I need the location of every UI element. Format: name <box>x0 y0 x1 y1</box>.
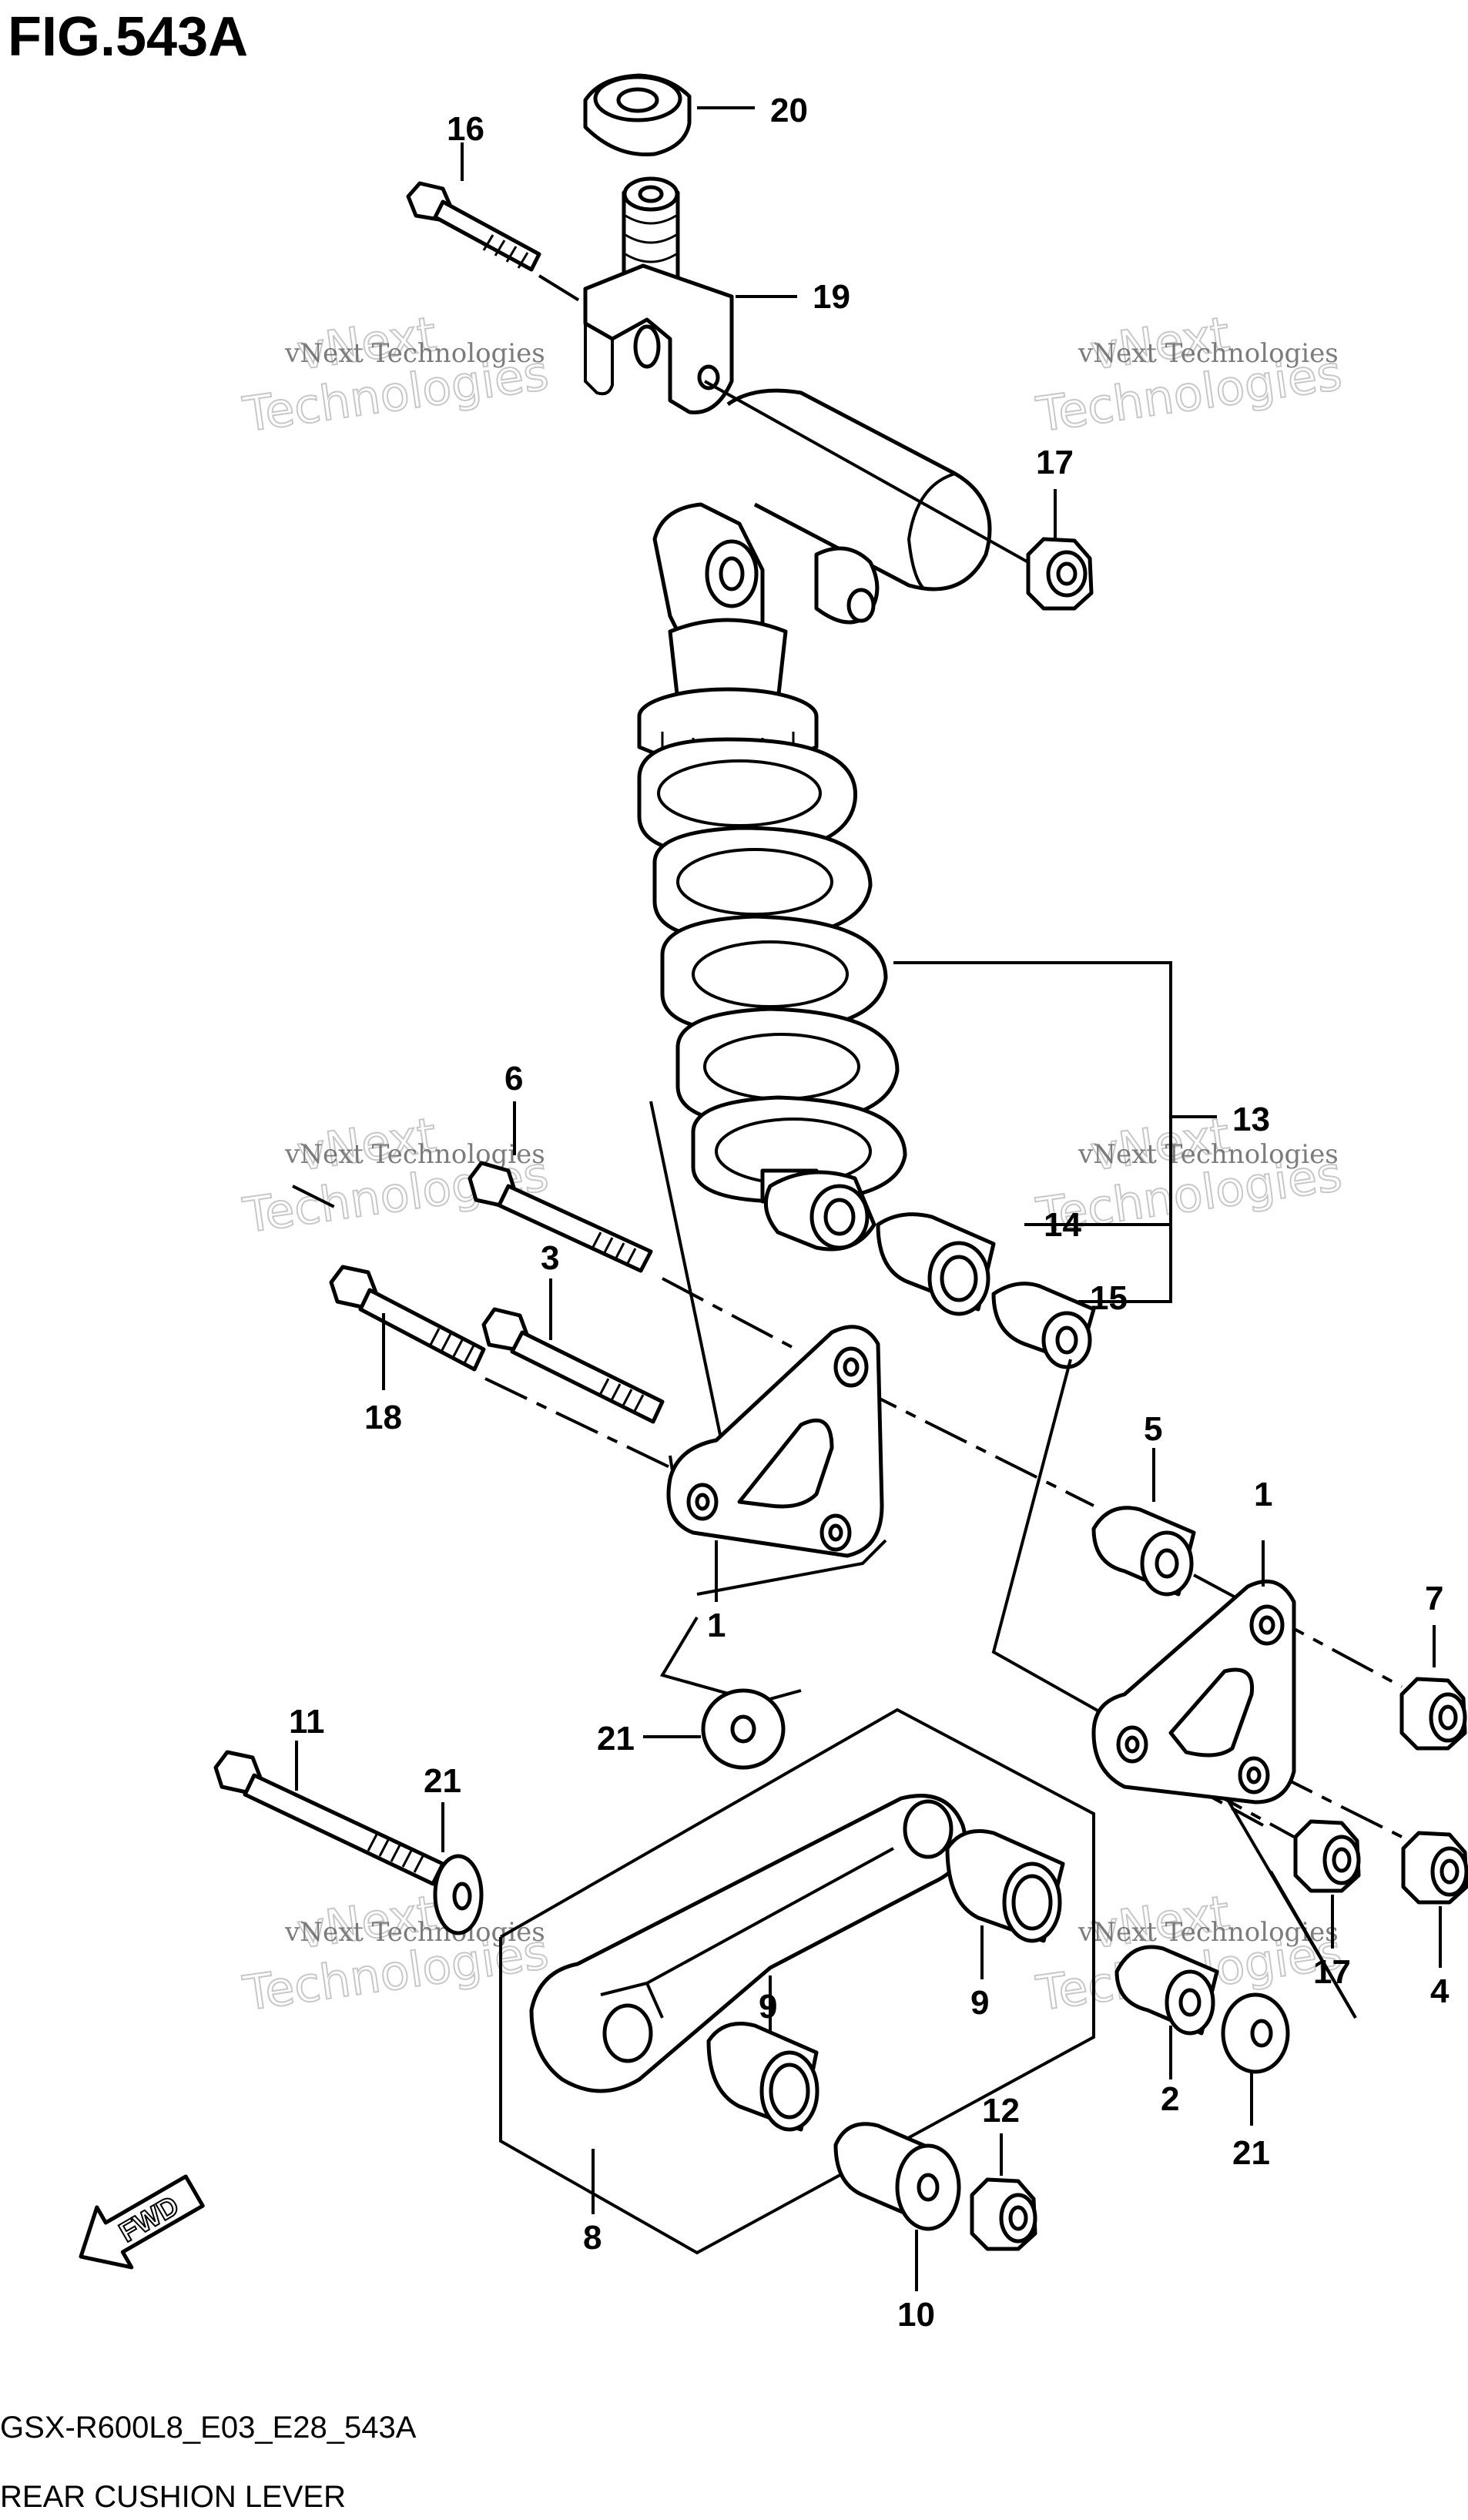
shock-reservoir <box>726 388 992 591</box>
part-20-nut <box>583 73 755 157</box>
fwd-arrow-icon: FWD <box>79 2174 205 2270</box>
part-13-bracket <box>893 961 1217 1303</box>
part-14-bushing <box>876 1212 996 1316</box>
callout-1-left: 1 <box>707 1607 726 1644</box>
part-9-bearing-right <box>945 1829 1065 1979</box>
part-10-collar <box>833 2122 961 2291</box>
part-6-bolt <box>468 1101 653 1273</box>
part-17-nut-lower <box>1293 1819 1361 1949</box>
callout-19: 19 <box>813 278 850 316</box>
svg-text:vNext Technologies: vNext Technologies <box>1078 338 1339 369</box>
callout-5: 5 <box>1144 1410 1162 1448</box>
part-1-right-plate <box>1091 1540 1296 1805</box>
callout-9-left: 9 <box>759 1988 777 2026</box>
svg-text:vNext Technologies: vNext Technologies <box>1078 1139 1339 1170</box>
part-19-upper-mount <box>583 176 797 414</box>
callout-21-upper: 21 <box>597 1720 635 1758</box>
part-11-bolt <box>213 1741 445 1886</box>
callout-15: 15 <box>1090 1279 1128 1317</box>
part-5-collar <box>1091 1448 1196 1597</box>
callout-17-lower: 17 <box>1313 1953 1351 1991</box>
callout-18: 18 <box>364 1399 402 1436</box>
part-17-nut-upper <box>704 380 1094 611</box>
figure-name: REAR CUSHION LEVER <box>0 2480 346 2514</box>
figure-title: FIG.543A <box>8 6 248 68</box>
part-3-bolt <box>481 1278 665 1424</box>
callout-13: 13 <box>1232 1101 1270 1138</box>
figure-code: GSX-R600L8_E03_E28_543A <box>0 2411 417 2445</box>
callout-8: 8 <box>583 2219 602 2257</box>
part-15-collar <box>991 1282 1096 1369</box>
callout-12: 12 <box>982 2092 1020 2130</box>
callout-labels: 20 19 16 17 13 14 15 6 3 18 5 1 1 7 21 1… <box>289 92 1450 2334</box>
callout-10: 10 <box>897 2296 935 2334</box>
callout-1-right: 1 <box>1254 1476 1272 1513</box>
callout-21-right: 21 <box>1232 2134 1270 2172</box>
part-9-bearing-left <box>706 1975 819 2132</box>
callout-4: 4 <box>1430 1972 1450 2010</box>
svg-text:vNext Technologies: vNext Technologies <box>284 338 545 369</box>
callout-17-upper: 17 <box>1036 444 1074 481</box>
part-21-washer-left <box>433 1802 484 1935</box>
callout-14: 14 <box>1044 1206 1081 1244</box>
part-4-nut <box>1401 1831 1468 1968</box>
svg-text:vNext Technologies: vNext Technologies <box>284 1139 545 1170</box>
callout-11: 11 <box>289 1703 325 1741</box>
svg-text:vNext Technologies: vNext Technologies <box>1078 1917 1339 1948</box>
callout-6: 6 <box>504 1060 523 1097</box>
part-18-bolt <box>329 1265 679 1473</box>
callout-20: 20 <box>770 92 808 129</box>
part-2-collar <box>1114 1945 1219 2079</box>
part-16-bolt <box>406 142 587 306</box>
callout-21-left: 21 <box>424 1762 461 1800</box>
part-8-lever <box>499 1707 1095 2255</box>
part-21-washer-right <box>1221 1992 1290 2126</box>
part-7-nut <box>1399 1625 1467 1751</box>
part-21-washer-upper <box>643 1688 786 1770</box>
part-12-nut <box>970 2133 1037 2251</box>
callout-16: 16 <box>447 110 484 148</box>
shock-absorber <box>637 502 907 1252</box>
callout-3: 3 <box>541 1239 559 1277</box>
callout-2: 2 <box>1161 2080 1179 2118</box>
callout-9-right: 9 <box>970 1984 989 2022</box>
callout-7: 7 <box>1425 1580 1443 1617</box>
part-1-left-plate <box>666 1325 884 1602</box>
